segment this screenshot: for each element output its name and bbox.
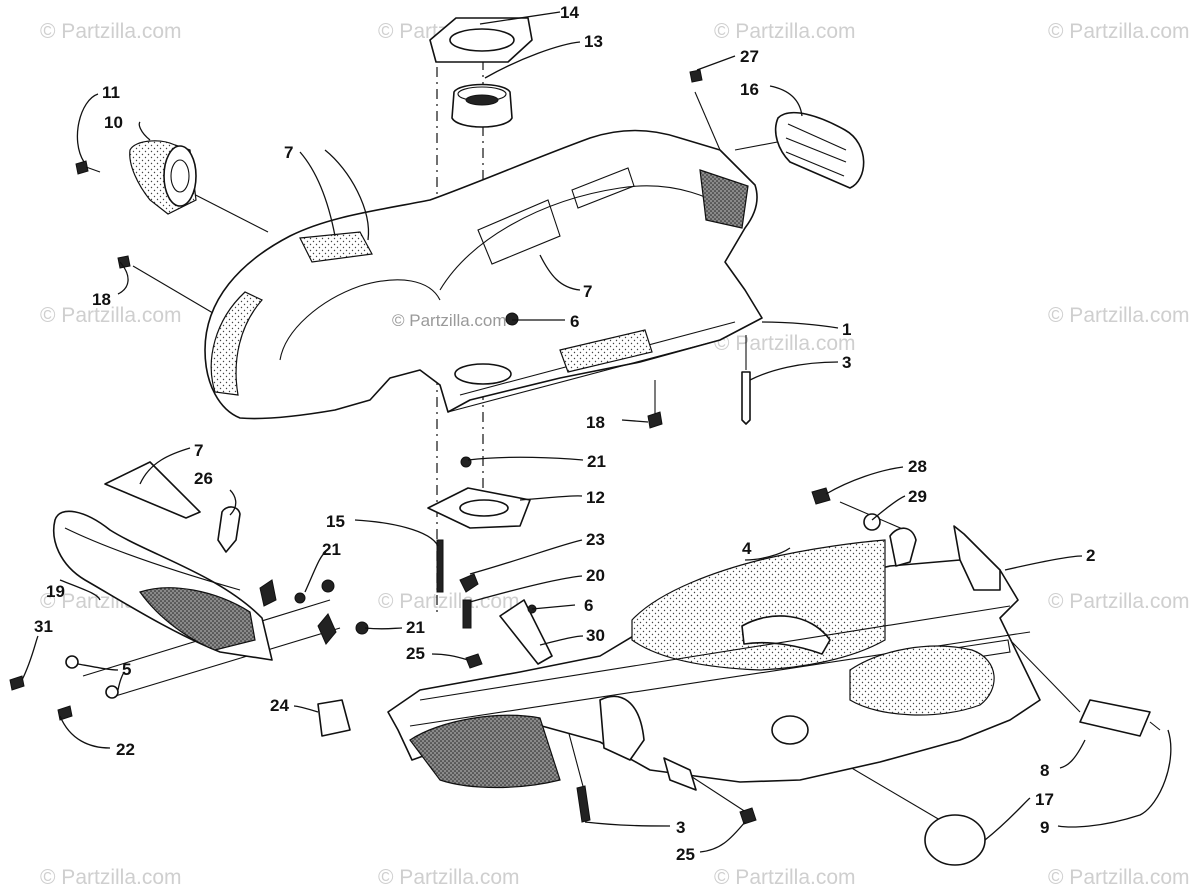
callout-11: 11 (102, 83, 120, 102)
filler-gasket (429, 17, 533, 128)
callout-25: 25 (406, 644, 425, 663)
callout-19: 19 (46, 582, 65, 601)
callout-24: 24 (270, 696, 289, 715)
center-watermark: © Partzilla.com (392, 311, 507, 330)
hinge-bracket (75, 140, 197, 215)
watermark: © Partzilla.com (1048, 590, 1190, 613)
watermark: © Partzilla.com (378, 590, 520, 613)
callout-20: 20 (586, 566, 605, 585)
callout-14: 14 (560, 3, 579, 22)
watermark: © Partzilla.com (1048, 304, 1190, 327)
watermark: © Partzilla.com (714, 866, 856, 889)
base-plate (427, 456, 531, 529)
callout-6: 6 (584, 596, 593, 615)
callout-21: 21 (406, 618, 425, 637)
callout-12: 12 (586, 488, 605, 507)
callout-16: 16 (740, 80, 759, 99)
callout-27: 27 (740, 47, 759, 66)
callout-25: 25 (676, 845, 695, 864)
lower-belly-pan (117, 255, 1151, 866)
callout-7: 7 (284, 143, 293, 162)
callout-7: 7 (583, 282, 592, 301)
callout-21: 21 (587, 452, 606, 471)
side-trim (9, 461, 369, 721)
callout-13: 13 (584, 32, 603, 51)
watermark: © Partzilla.com (1048, 866, 1190, 889)
callout-28: 28 (908, 457, 927, 476)
watermark: © Partzilla.com (714, 332, 856, 355)
callout-10: 10 (104, 113, 123, 132)
callout-labels: 14 13 27 16 11 10 7 18 7 6 1 3 18 21 12 … (34, 3, 1095, 864)
watermark: © Partzilla.com (40, 304, 182, 327)
callout-21: 21 (322, 540, 341, 559)
callout-18: 18 (586, 413, 605, 432)
watermark: © Partzilla.com (40, 866, 182, 889)
leader-lines (21, 11, 1172, 853)
watermark: © Partzilla.com (1048, 20, 1190, 43)
callout-2: 2 (1086, 546, 1095, 565)
callout-22: 22 (116, 740, 135, 759)
callout-9: 9 (1040, 818, 1049, 837)
callout-6: 6 (570, 312, 579, 331)
callout-5: 5 (122, 660, 131, 679)
watermark: © Partzilla.com (40, 20, 182, 43)
vent-louver (689, 69, 865, 189)
callout-8: 8 (1040, 761, 1049, 780)
callout-18: 18 (92, 290, 111, 309)
callout-15: 15 (326, 512, 345, 531)
callout-30: 30 (586, 626, 605, 645)
callout-3: 3 (842, 353, 851, 372)
watermark: © Partzilla.com (378, 866, 520, 889)
callout-3: 3 (676, 818, 685, 837)
callout-17: 17 (1035, 790, 1054, 809)
callout-7: 7 (194, 441, 203, 460)
callout-4: 4 (742, 539, 752, 558)
callout-29: 29 (908, 487, 927, 506)
callout-23: 23 (586, 530, 605, 549)
callout-26: 26 (194, 469, 213, 488)
upper-belly-pan (204, 129, 763, 420)
callout-31: 31 (34, 617, 53, 636)
callout-1: 1 (842, 320, 851, 339)
watermark: © Partzilla.com (714, 20, 856, 43)
